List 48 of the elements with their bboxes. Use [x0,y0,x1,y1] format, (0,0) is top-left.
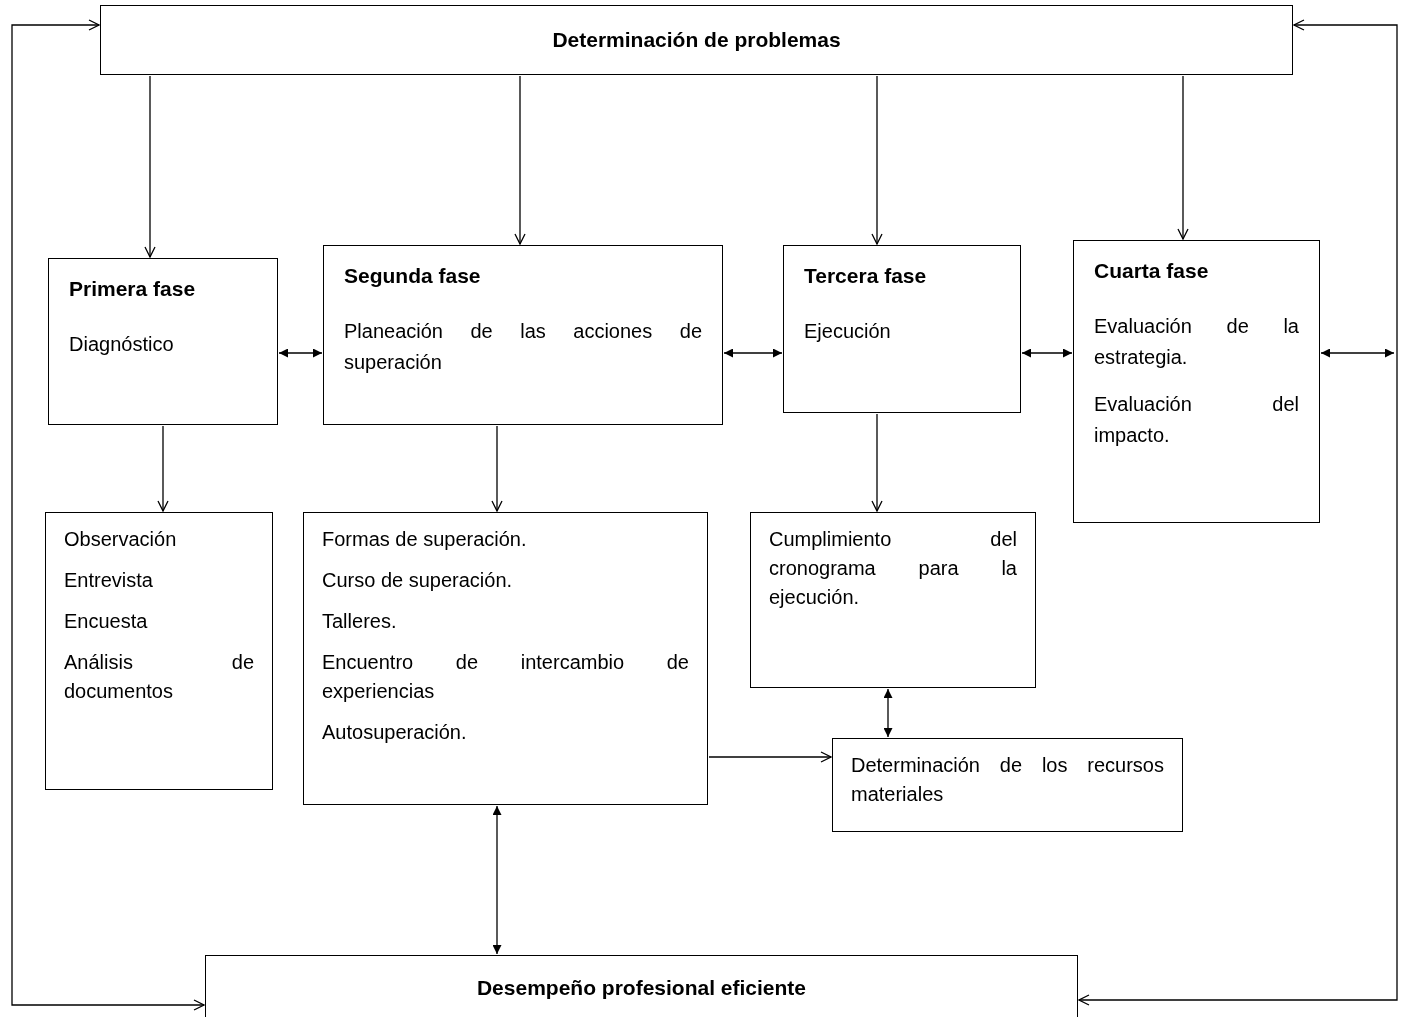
phase-title: Tercera fase [804,263,928,289]
arrow [1078,19,1398,1006]
list-item: Entrevista [64,568,154,593]
list-item: Curso de superación. [322,568,514,593]
text-box [1073,240,1320,523]
box-title: Determinación de problemas [552,27,841,54]
arrow [871,413,883,512]
arrow [144,75,156,258]
phase-description: Ejecución [804,318,892,344]
arrow [1320,348,1395,358]
text-box [100,5,1293,75]
text-box [832,738,1183,832]
phase-description: Evaluación del impacto. [1094,391,1299,448]
phase-title: Segunda fase [344,263,482,289]
text-box [323,245,723,425]
text-box [303,512,708,805]
phase-description: Evaluación de la estrategia. [1094,313,1299,370]
list-item: Autosuperación. [322,720,468,745]
arrow [871,75,883,245]
phase-title: Primera fase [69,276,197,302]
list-item: Talleres. [322,609,398,634]
list-item: Encuesta [64,609,149,634]
text-box [48,258,278,425]
list-item: Cumplimiento del cronograma para la ejecución. [769,527,1017,610]
list-item: Análisis de documentos [64,650,254,704]
arrow [278,348,323,358]
text-box [750,512,1036,688]
arrow [883,688,893,738]
phase-description: Diagnóstico [69,331,175,357]
list-item: Formas de superación. [322,527,528,552]
phase-description: Planeación de las acciones de superación [344,318,702,375]
arrow [1177,75,1189,240]
phase-title: Cuarta fase [1094,258,1210,284]
arrow [514,75,526,245]
list-item: Encuentro de intercambio de experiencias [322,650,689,704]
box-title: Desempeño profesional eficiente [476,975,807,1001]
text-box [45,512,273,790]
arrow [157,425,169,512]
list-item: Determinación de los recursos materiales [851,753,1164,807]
arrow [723,348,783,358]
arrow [491,425,503,512]
text-box [205,955,1078,1017]
arrow [492,805,502,955]
arrow [11,19,205,1011]
list-item: Observación [64,527,178,552]
arrow [1021,348,1073,358]
arrow [708,751,832,763]
text-box [783,245,1021,413]
